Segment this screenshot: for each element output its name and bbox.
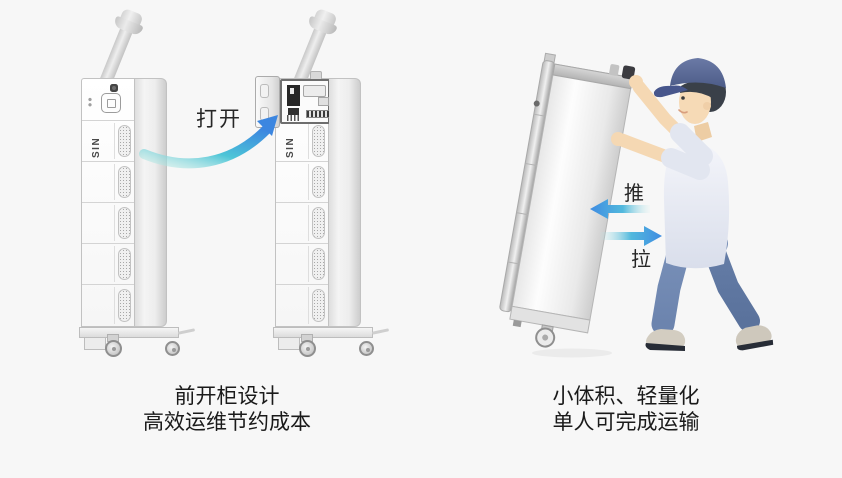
battery-module: SIN [82, 121, 134, 162]
equipment-bay [280, 79, 330, 124]
brand-label: SIN [91, 136, 102, 158]
transport-illustration [499, 52, 774, 358]
caption-left-line2: 高效运维节约成本 [143, 411, 311, 434]
worker-fringe [680, 81, 714, 99]
caption-right: 小体积、轻量化 单人可完成运输 [476, 384, 776, 436]
caster-hub [542, 334, 549, 341]
worker-cap [670, 58, 726, 88]
front-shoe-sole [645, 343, 685, 351]
caster-wheel-icon [299, 340, 316, 357]
port-dots-icon [88, 97, 92, 107]
floor-shadow [532, 348, 612, 358]
worker-upper-hand [629, 75, 643, 89]
junction-box [318, 97, 329, 106]
worker-illustration [611, 58, 774, 351]
tilted-cabinet [499, 52, 636, 348]
worker-back-shoe [735, 325, 774, 351]
cabinet-side-panel [329, 78, 361, 327]
caption-left-line1: 前开柜设计 [174, 385, 280, 408]
vent-grille-icon [118, 289, 131, 322]
base-bracket [278, 337, 300, 350]
battery-module [82, 244, 134, 285]
vent-grille-icon [312, 289, 325, 322]
hinge-knob [533, 100, 540, 107]
pipe-socket [609, 64, 620, 76]
worker-ear [703, 102, 711, 110]
vent-grille-icon [118, 248, 131, 280]
wiring [287, 115, 300, 121]
battery-module [82, 203, 134, 244]
push-label: 推 [624, 183, 644, 205]
base-bracket [84, 337, 106, 350]
caster-wheel-icon [359, 341, 374, 356]
control-panel [82, 79, 134, 121]
cabinet-front-panel: SIN [255, 71, 330, 327]
cabinet-side-panel [135, 78, 167, 327]
worker-neck [694, 122, 712, 142]
worker-torso [663, 143, 730, 269]
battery-module [82, 285, 134, 326]
module-board [303, 85, 326, 97]
pull-arrow-icon [600, 226, 662, 246]
battery-module: SIN [276, 121, 328, 162]
worker-smile [678, 109, 688, 114]
component-block [288, 108, 299, 115]
vent-grille-icon [312, 248, 325, 280]
caption-left: 前开柜设计 高效运维节约成本 [77, 384, 377, 436]
terminal-strip [306, 110, 330, 118]
open-compartment [255, 71, 330, 128]
brake-lever [177, 328, 196, 335]
cabinet-front-panel: SIN [81, 78, 135, 327]
brake-lever [371, 328, 390, 335]
push-arrow-icon [590, 199, 650, 219]
vent-grille-icon [312, 125, 325, 157]
vent-grille-icon [312, 166, 325, 198]
pull-label: 拉 [631, 249, 651, 271]
upper-sleeve [670, 123, 713, 166]
status-led-icon [110, 84, 118, 92]
worker-lower-hand [611, 132, 625, 146]
breaker-block [287, 85, 300, 106]
cap-brim [653, 85, 688, 98]
base-foot [512, 319, 522, 328]
caster-wheel-icon [165, 341, 180, 356]
caption-right-line1: 小体积、轻量化 [552, 385, 700, 408]
vent-grille-icon [118, 207, 131, 239]
caster-wheel-icon [105, 340, 122, 357]
battery-module [276, 162, 328, 203]
worker-eye [681, 96, 685, 100]
battery-module [276, 244, 328, 285]
caption-right-line2: 单人可完成运输 [552, 411, 700, 434]
worker-front-shoe [646, 329, 686, 348]
lower-sleeve [661, 148, 710, 180]
battery-module [276, 203, 328, 244]
open-arrow-icon [139, 115, 278, 169]
grip-knob [621, 65, 636, 80]
rail-segments [507, 113, 546, 265]
battery-module [276, 285, 328, 326]
vent-grille-icon [118, 125, 131, 157]
power-button-icon [101, 93, 121, 113]
open-label: 打开 [196, 108, 242, 131]
vent-grille-icon [118, 166, 131, 198]
vent-grille-icon [312, 207, 325, 239]
battery-module [82, 162, 134, 203]
